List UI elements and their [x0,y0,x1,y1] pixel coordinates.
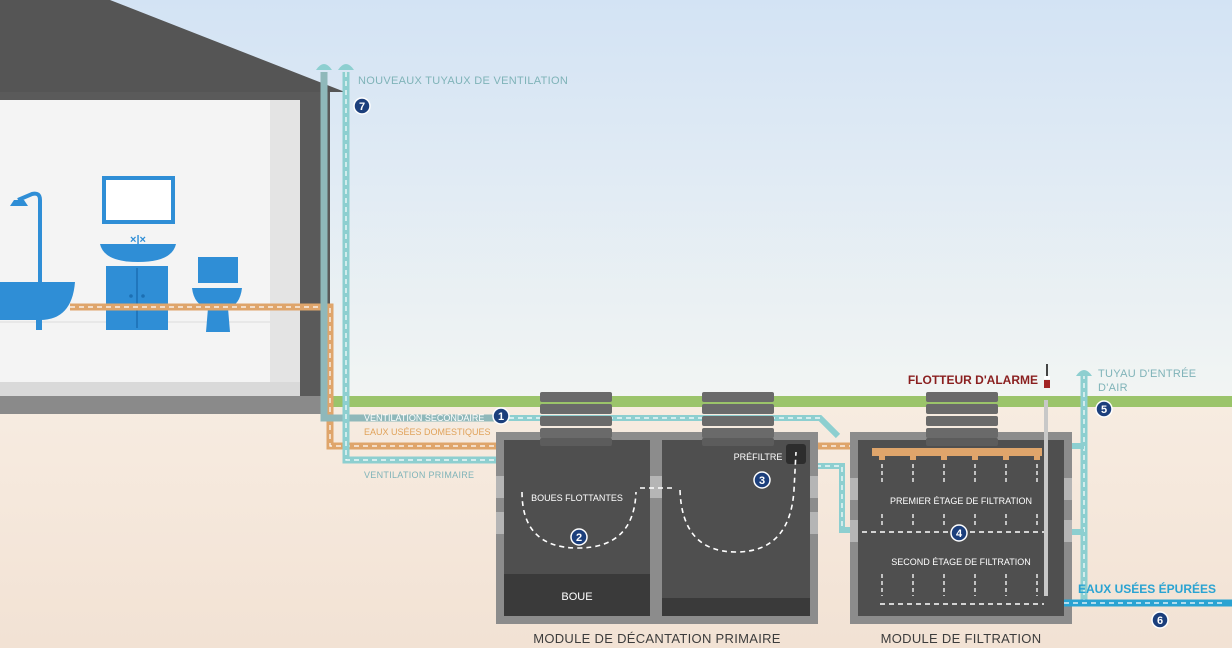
dripper-nozzle [879,454,885,460]
label-floating-sludge: BOUES FLOTTANTES [531,493,623,503]
label-domestic-wastewater: EAUX USÉES DOMESTIQUES [364,427,491,437]
badge-6: 6 [1151,611,1169,629]
svg-text:×|×: ×|× [130,234,146,246]
svg-text:6: 6 [1157,615,1163,627]
vent-pipes [316,64,1092,604]
riser-stack-2 [702,392,774,446]
primary-tank [496,392,818,624]
dripper-nozzle [1034,454,1040,460]
label-sludge: BOUE [561,591,592,603]
label-treated-water: EAUX USÉES ÉPURÉES [1078,581,1216,596]
label-filtration-stage-1: PREMIER ÉTAGE DE FILTRATION [890,496,1032,506]
badge-7: 7 [353,97,371,115]
house [0,0,345,414]
svg-text:1: 1 [498,411,504,423]
label-filtration-stage-2: SECOND ÉTAGE DE FILTRATION [891,557,1031,567]
bathtub-icon [0,191,75,330]
badge-2: 2 [570,528,588,546]
svg-text:4: 4 [956,528,963,540]
badge-4: 4 [950,524,968,542]
label-new-vent-pipes: NOUVEAUX TUYAUX DE VENTILATION [358,75,568,87]
sink-cabinet-icon: ×|× [100,176,176,330]
badge-1: 1 [492,407,510,425]
label-air-inlet-line2: D'AIR [1098,382,1128,394]
dripper-nozzle [972,454,978,460]
label-alarm-float: FLOTTEUR D'ALARME [908,373,1038,387]
svg-text:7: 7 [359,101,365,113]
svg-text:5: 5 [1101,404,1107,416]
label-vent-primary: VENTILATION PRIMAIRE [364,470,474,480]
dripper-nozzle [941,454,947,460]
label-vent-secondary: VENTILATION SECONDAIRE [364,413,484,423]
dripper-nozzle [1003,454,1009,460]
badge-5: 5 [1095,400,1113,418]
riser-stack-1 [540,392,612,446]
svg-text:3: 3 [759,475,765,487]
badge-3: 3 [753,471,771,489]
label-module-primary: MODULE DE DÉCANTATION PRIMAIRE [533,631,781,646]
label-prefilter: PRÉFILTRE [734,452,783,462]
dripper-nozzle [910,454,916,460]
label-air-inlet-line1: TUYAU D'ENTRÉE [1098,367,1196,380]
svg-text:2: 2 [576,532,582,544]
riser-stack-3 [926,392,998,446]
label-module-filtration: MODULE DE FILTRATION [881,631,1042,646]
